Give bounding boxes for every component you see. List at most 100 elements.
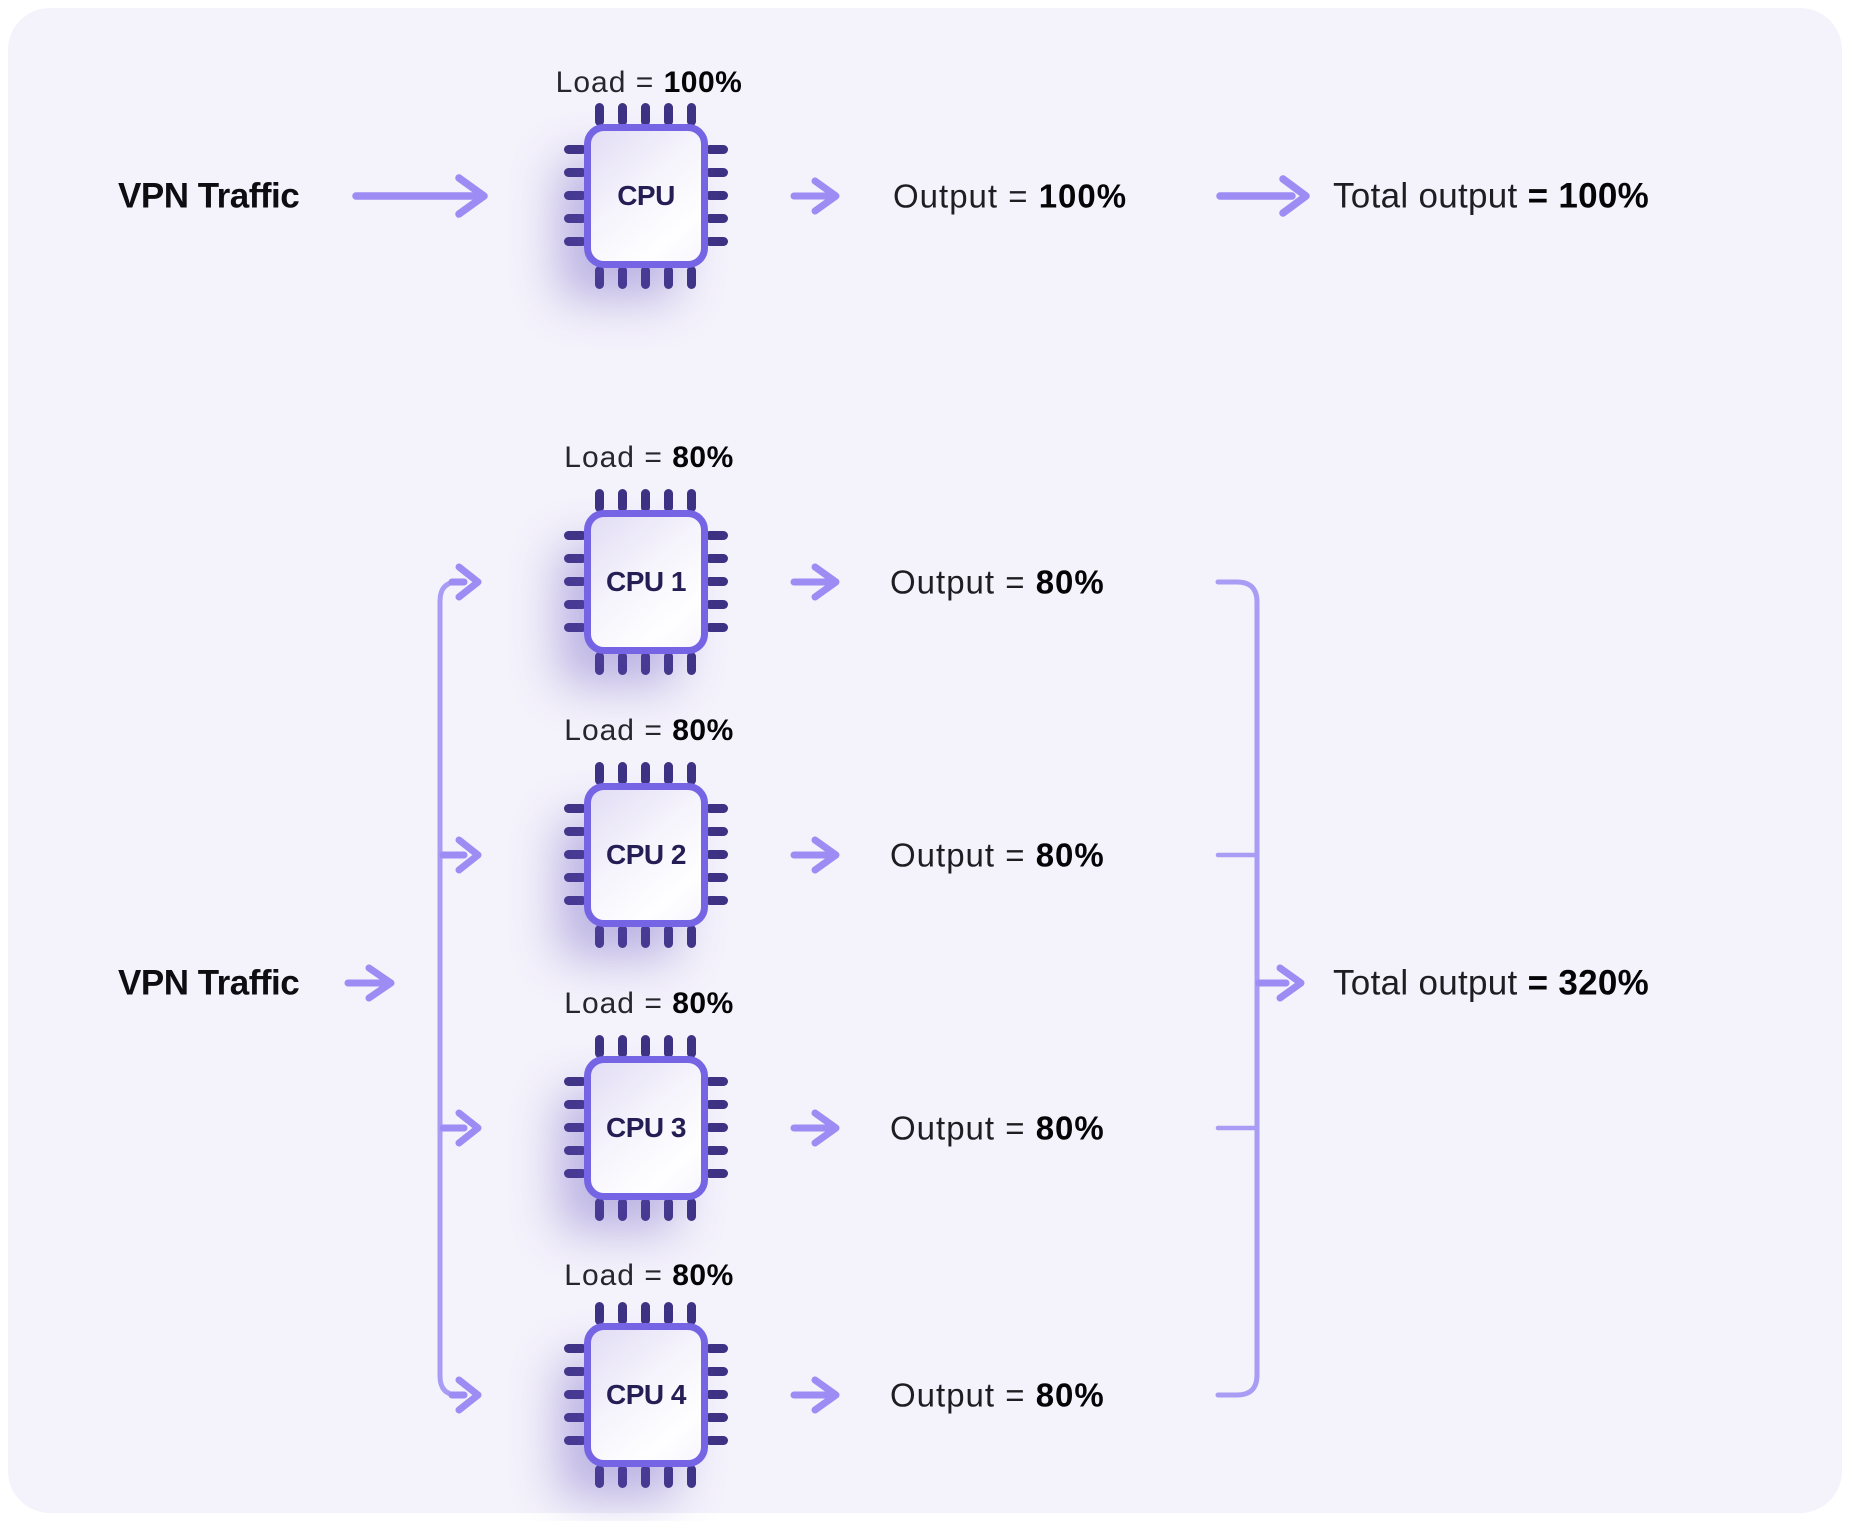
bottom-vpn-traffic-label: VPN Traffic <box>118 963 300 1003</box>
chip-pin <box>687 1465 696 1488</box>
chip-pin <box>564 1100 587 1109</box>
branch-arrow-cpu1-icon <box>448 563 482 601</box>
bottom-vpn-arrow-icon <box>344 964 395 1002</box>
chip-pin <box>595 1035 604 1058</box>
chip-pin <box>564 1390 587 1399</box>
chip-pin <box>687 1302 696 1325</box>
top-cpu-chip-icon: CPU <box>564 103 728 289</box>
chip-pin <box>564 1123 587 1132</box>
bottom-total-value: = 320% <box>1527 963 1650 1003</box>
chip-body: CPU 4 <box>584 1323 708 1467</box>
chip-pin <box>618 266 627 289</box>
chip-pin <box>564 531 587 540</box>
top-load-prefix: Load = <box>555 66 664 99</box>
chip-pin <box>687 266 696 289</box>
chip-pin <box>705 168 728 177</box>
chip-pin <box>618 1035 627 1058</box>
chip-pin <box>641 652 650 675</box>
chip-pin <box>664 1198 673 1221</box>
bottom-total-prefix: Total output <box>1333 963 1528 1003</box>
chip-pin <box>564 1413 587 1422</box>
chip-pin <box>687 1035 696 1058</box>
top-load-value: 100% <box>663 66 743 99</box>
chip-pin <box>641 489 650 512</box>
cpu4-load-prefix: Load = <box>564 1259 673 1292</box>
top-chip-output-arrow-icon <box>790 177 840 215</box>
chip-pin <box>705 623 728 632</box>
chip-pin <box>618 103 627 126</box>
chip-pin <box>705 850 728 859</box>
chip-pin <box>664 103 673 126</box>
chip-pin <box>595 652 604 675</box>
chip-pin <box>595 266 604 289</box>
cpu1-load-prefix: Load = <box>564 441 673 474</box>
chip-pin <box>641 103 650 126</box>
cpu3-output-label: Output = 80% <box>890 1112 1105 1145</box>
chip-pin <box>564 1367 587 1376</box>
chip-pin <box>705 1146 728 1155</box>
branch-arrow-cpu4-icon <box>448 1376 482 1414</box>
chip-pin <box>705 1367 728 1376</box>
chip-pin <box>618 1198 627 1221</box>
cpu2-output-value: 80% <box>1035 836 1105 874</box>
chip-pin <box>705 531 728 540</box>
cpu4-output-arrow-icon <box>790 1376 840 1414</box>
cpu1-chip-icon: CPU 1 <box>564 489 728 675</box>
chip-pin <box>664 1302 673 1325</box>
chip-pin <box>564 1169 587 1178</box>
chip-pin <box>705 896 728 905</box>
chip-pin <box>705 1344 728 1353</box>
chip-pin <box>564 896 587 905</box>
chip-pin <box>705 577 728 586</box>
chip-pin <box>564 145 587 154</box>
chip-body: CPU 3 <box>584 1056 708 1200</box>
cpu2-chip-icon: CPU 2 <box>564 762 728 948</box>
chip-pin <box>664 266 673 289</box>
chip-pin <box>705 191 728 200</box>
chip-pin <box>641 762 650 785</box>
cpu1-output-label: Output = 80% <box>890 566 1105 599</box>
chip-pin <box>664 652 673 675</box>
cpu2-output-label: Output = 80% <box>890 839 1105 872</box>
chip-pin <box>641 1302 650 1325</box>
chip-pin <box>564 827 587 836</box>
chip-pin <box>564 850 587 859</box>
chip-pin <box>564 873 587 882</box>
chip-pin <box>595 1465 604 1488</box>
cpu2-load-prefix: Load = <box>564 714 673 747</box>
chip-pin <box>705 804 728 813</box>
cpu1-load-value: 80% <box>672 441 734 474</box>
chip-pin <box>595 1302 604 1325</box>
branch-split-connector <box>437 579 461 1398</box>
cpu2-load-value: 80% <box>672 714 734 747</box>
top-total-output-label: Total output = 100% <box>1333 179 1649 214</box>
chip-pin <box>618 925 627 948</box>
top-output-prefix: Output = <box>893 177 1039 215</box>
chip-pin <box>564 623 587 632</box>
cpu1-load-label: Load = 80% <box>564 443 733 473</box>
chip-body: CPU 2 <box>584 783 708 927</box>
chip-pin <box>705 1077 728 1086</box>
chip-pin <box>618 489 627 512</box>
chip-pin <box>564 237 587 246</box>
chip-pin <box>564 1146 587 1155</box>
chip-pin <box>687 489 696 512</box>
top-vpn-traffic-label: VPN Traffic <box>118 176 300 216</box>
chip-pin <box>705 214 728 223</box>
merge-output-arrow-icon <box>1255 964 1305 1002</box>
merge-bracket-connector <box>1215 579 1260 1398</box>
chip-pin <box>595 489 604 512</box>
top-total-prefix: Total output <box>1333 176 1528 216</box>
chip-pin <box>641 1035 650 1058</box>
cpu1-chip-label: CPU 1 <box>606 566 686 597</box>
bottom-total-output-label: Total output = 320% <box>1333 966 1649 1001</box>
chip-pin <box>664 762 673 785</box>
cpu1-output-value: 80% <box>1035 563 1105 601</box>
chip-pin <box>664 489 673 512</box>
top-load-label: Load = 100% <box>556 68 743 98</box>
cpu4-chip-label: CPU 4 <box>606 1379 686 1410</box>
chip-pin <box>705 1169 728 1178</box>
cpu3-output-arrow-icon <box>790 1109 840 1147</box>
